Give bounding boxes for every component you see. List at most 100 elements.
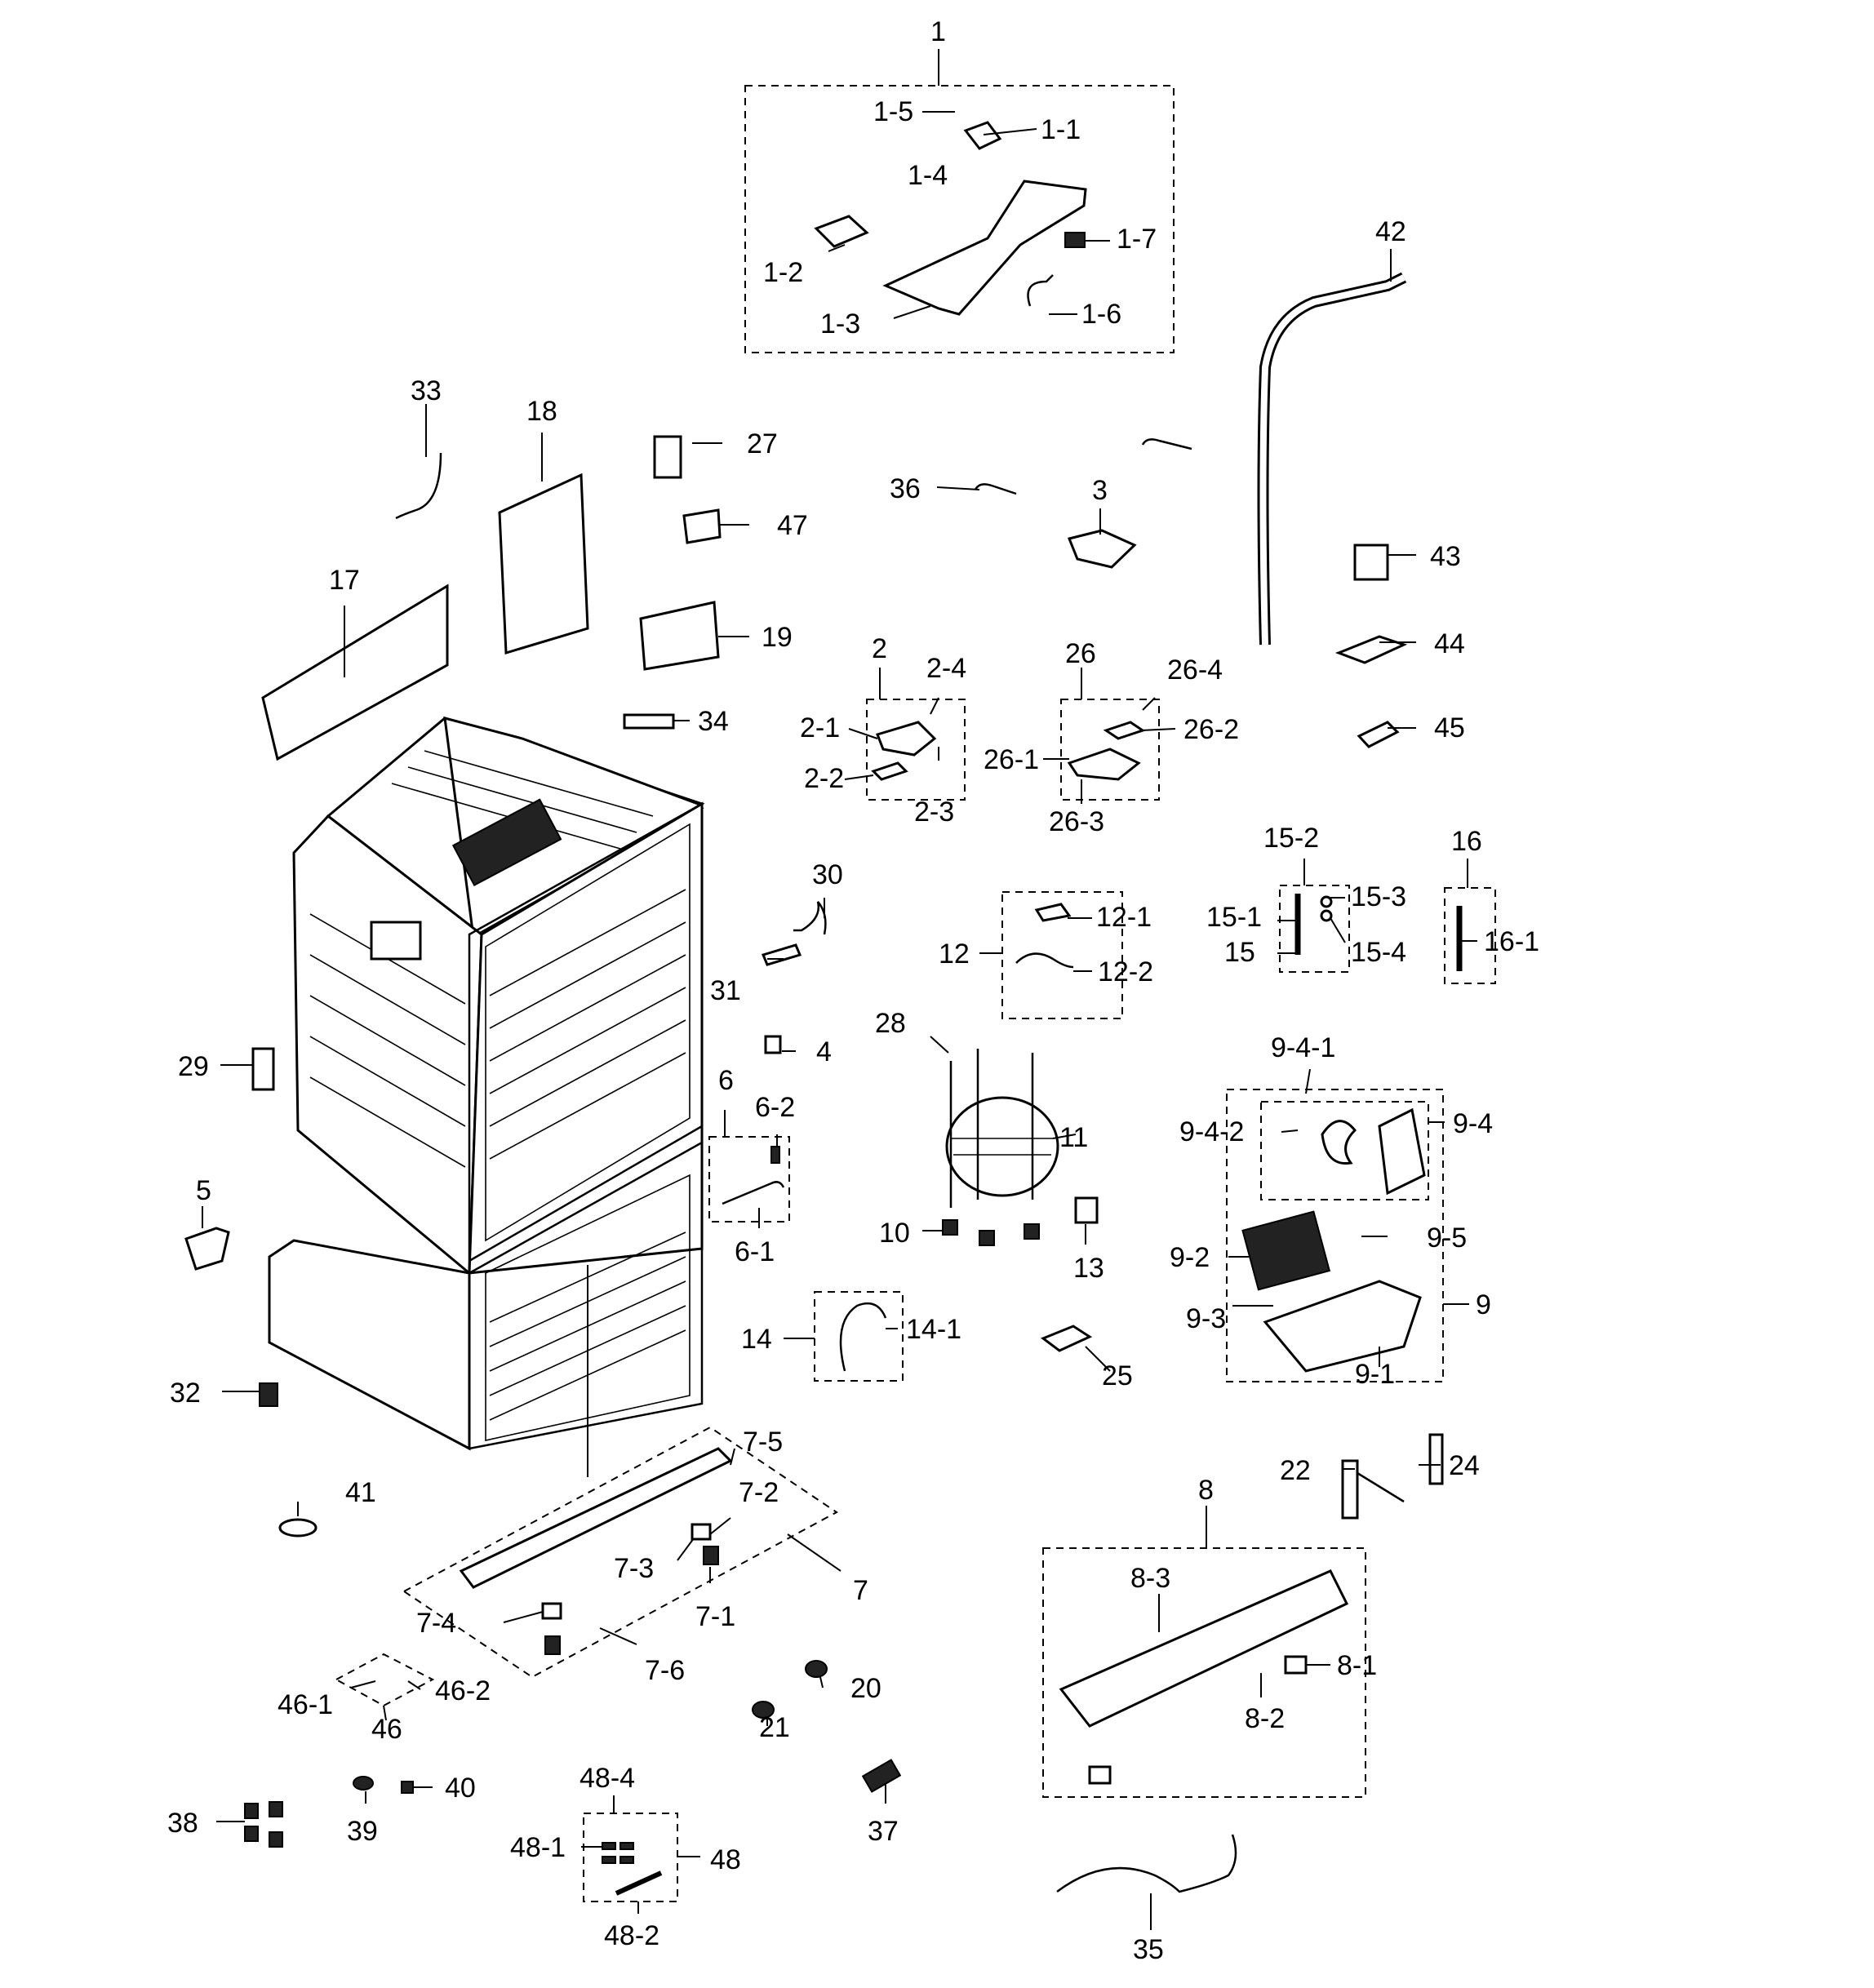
label-36: 36 — [890, 473, 921, 504]
part-13 — [1074, 1196, 1099, 1224]
group-box-7 — [402, 1426, 838, 1679]
part-6-1 — [722, 1181, 785, 1205]
part-43 — [1353, 544, 1389, 581]
part-9-2 — [1241, 1210, 1331, 1291]
label-48-1: 48-1 — [510, 1832, 566, 1863]
part-29 — [251, 1047, 275, 1091]
label-40: 40 — [445, 1773, 476, 1804]
label-44: 44 — [1434, 628, 1465, 659]
group-box-2 — [866, 699, 966, 801]
label-7-5: 7-5 — [743, 1427, 783, 1458]
part-15-4 — [1320, 909, 1333, 922]
part-1-6 — [1027, 274, 1054, 307]
label-12: 12 — [939, 939, 970, 970]
label-2-1: 2-1 — [800, 712, 840, 743]
label-48: 48 — [710, 1844, 741, 1875]
part-2-2 — [871, 761, 908, 781]
label-8-3: 8-3 — [1130, 1563, 1170, 1594]
part-41 — [278, 1518, 318, 1538]
label-4: 4 — [816, 1036, 832, 1067]
label-38: 38 — [167, 1808, 198, 1839]
label-24: 24 — [1449, 1450, 1480, 1481]
label-7-2: 7-2 — [739, 1477, 779, 1508]
label-6-2: 6-2 — [755, 1092, 795, 1123]
label-42: 42 — [1375, 216, 1406, 247]
label-9-5: 9-5 — [1427, 1223, 1467, 1254]
part-3-top — [1141, 438, 1192, 450]
label-10: 10 — [879, 1218, 910, 1249]
group-box-14 — [814, 1291, 904, 1382]
group-box-9-4 — [1260, 1101, 1429, 1200]
part-8-3 — [1059, 1569, 1349, 1728]
label-13: 13 — [1073, 1253, 1104, 1284]
part-24 — [1428, 1433, 1444, 1485]
label-47: 47 — [777, 510, 808, 541]
group-box-46 — [334, 1653, 435, 1707]
label-32: 32 — [170, 1378, 201, 1409]
part-2-1 — [876, 721, 937, 757]
group-box-15 — [1279, 885, 1350, 973]
part-3 — [1067, 529, 1137, 569]
label-25: 25 — [1102, 1360, 1133, 1391]
label-39: 39 — [347, 1816, 378, 1847]
label-2-4: 2-4 — [926, 653, 966, 684]
part-6-2 — [770, 1146, 780, 1164]
label-15-1: 15-1 — [1206, 902, 1262, 933]
part-38 — [244, 1801, 283, 1848]
part-19 — [639, 601, 720, 671]
label-30: 30 — [812, 859, 843, 890]
callout-labels: 1 1-5 1-1 1-4 1-7 1-2 1-3 1-6 42 33 18 2… — [167, 16, 1539, 1965]
group-box-8 — [1042, 1547, 1366, 1798]
part-1-7 — [1064, 232, 1086, 248]
label-26-2: 26-2 — [1183, 714, 1239, 745]
label-48-4: 48-4 — [580, 1763, 635, 1794]
label-21: 21 — [759, 1712, 790, 1743]
label-19: 19 — [762, 622, 793, 653]
label-1-3: 1-3 — [820, 308, 860, 339]
part-8-1 — [1284, 1655, 1308, 1675]
part-26-1 — [1067, 748, 1141, 781]
part-32 — [259, 1382, 278, 1407]
part-40 — [401, 1781, 414, 1794]
label-2: 2 — [872, 633, 887, 664]
part-18 — [498, 473, 589, 655]
part-31 — [761, 943, 802, 966]
part-12-2 — [1015, 952, 1074, 969]
part-22 — [1341, 1459, 1359, 1520]
label-15-3: 15-3 — [1351, 881, 1406, 912]
group-box-12 — [1001, 891, 1123, 1019]
label-3: 3 — [1092, 475, 1108, 506]
group-box-1 — [744, 85, 1175, 353]
label-2-2: 2-2 — [804, 763, 844, 794]
part-9-1 — [1263, 1280, 1422, 1373]
part-37 — [861, 1759, 902, 1793]
label-15-4: 15-4 — [1351, 937, 1406, 968]
part-48-1 — [602, 1842, 616, 1850]
label-26-4: 26-4 — [1167, 655, 1223, 686]
label-26: 26 — [1065, 638, 1096, 669]
label-9-4-1: 9-4-1 — [1271, 1032, 1335, 1063]
label-1-7: 1-7 — [1117, 224, 1157, 255]
part-30 — [793, 901, 827, 935]
part-11 — [945, 1096, 1059, 1197]
label-22: 22 — [1280, 1455, 1311, 1486]
part-35 — [1056, 1834, 1237, 1893]
label-16: 16 — [1451, 826, 1482, 857]
label-12-1: 12-1 — [1096, 902, 1152, 933]
part-33 — [395, 452, 442, 520]
group-box-6 — [708, 1136, 790, 1223]
label-28: 28 — [875, 1008, 906, 1039]
label-27: 27 — [747, 428, 778, 459]
leader-lines — [202, 49, 1477, 1930]
label-14-1: 14-1 — [906, 1314, 961, 1345]
label-29: 29 — [178, 1051, 209, 1082]
label-20: 20 — [850, 1673, 881, 1704]
label-9-3: 9-3 — [1186, 1303, 1226, 1334]
part-42 — [1257, 272, 1407, 646]
label-6-1: 6-1 — [735, 1236, 775, 1267]
label-33: 33 — [411, 375, 442, 406]
part-34 — [623, 713, 675, 730]
label-26-1: 26-1 — [984, 744, 1039, 775]
label-9: 9 — [1476, 1289, 1491, 1320]
label-45: 45 — [1434, 712, 1465, 743]
